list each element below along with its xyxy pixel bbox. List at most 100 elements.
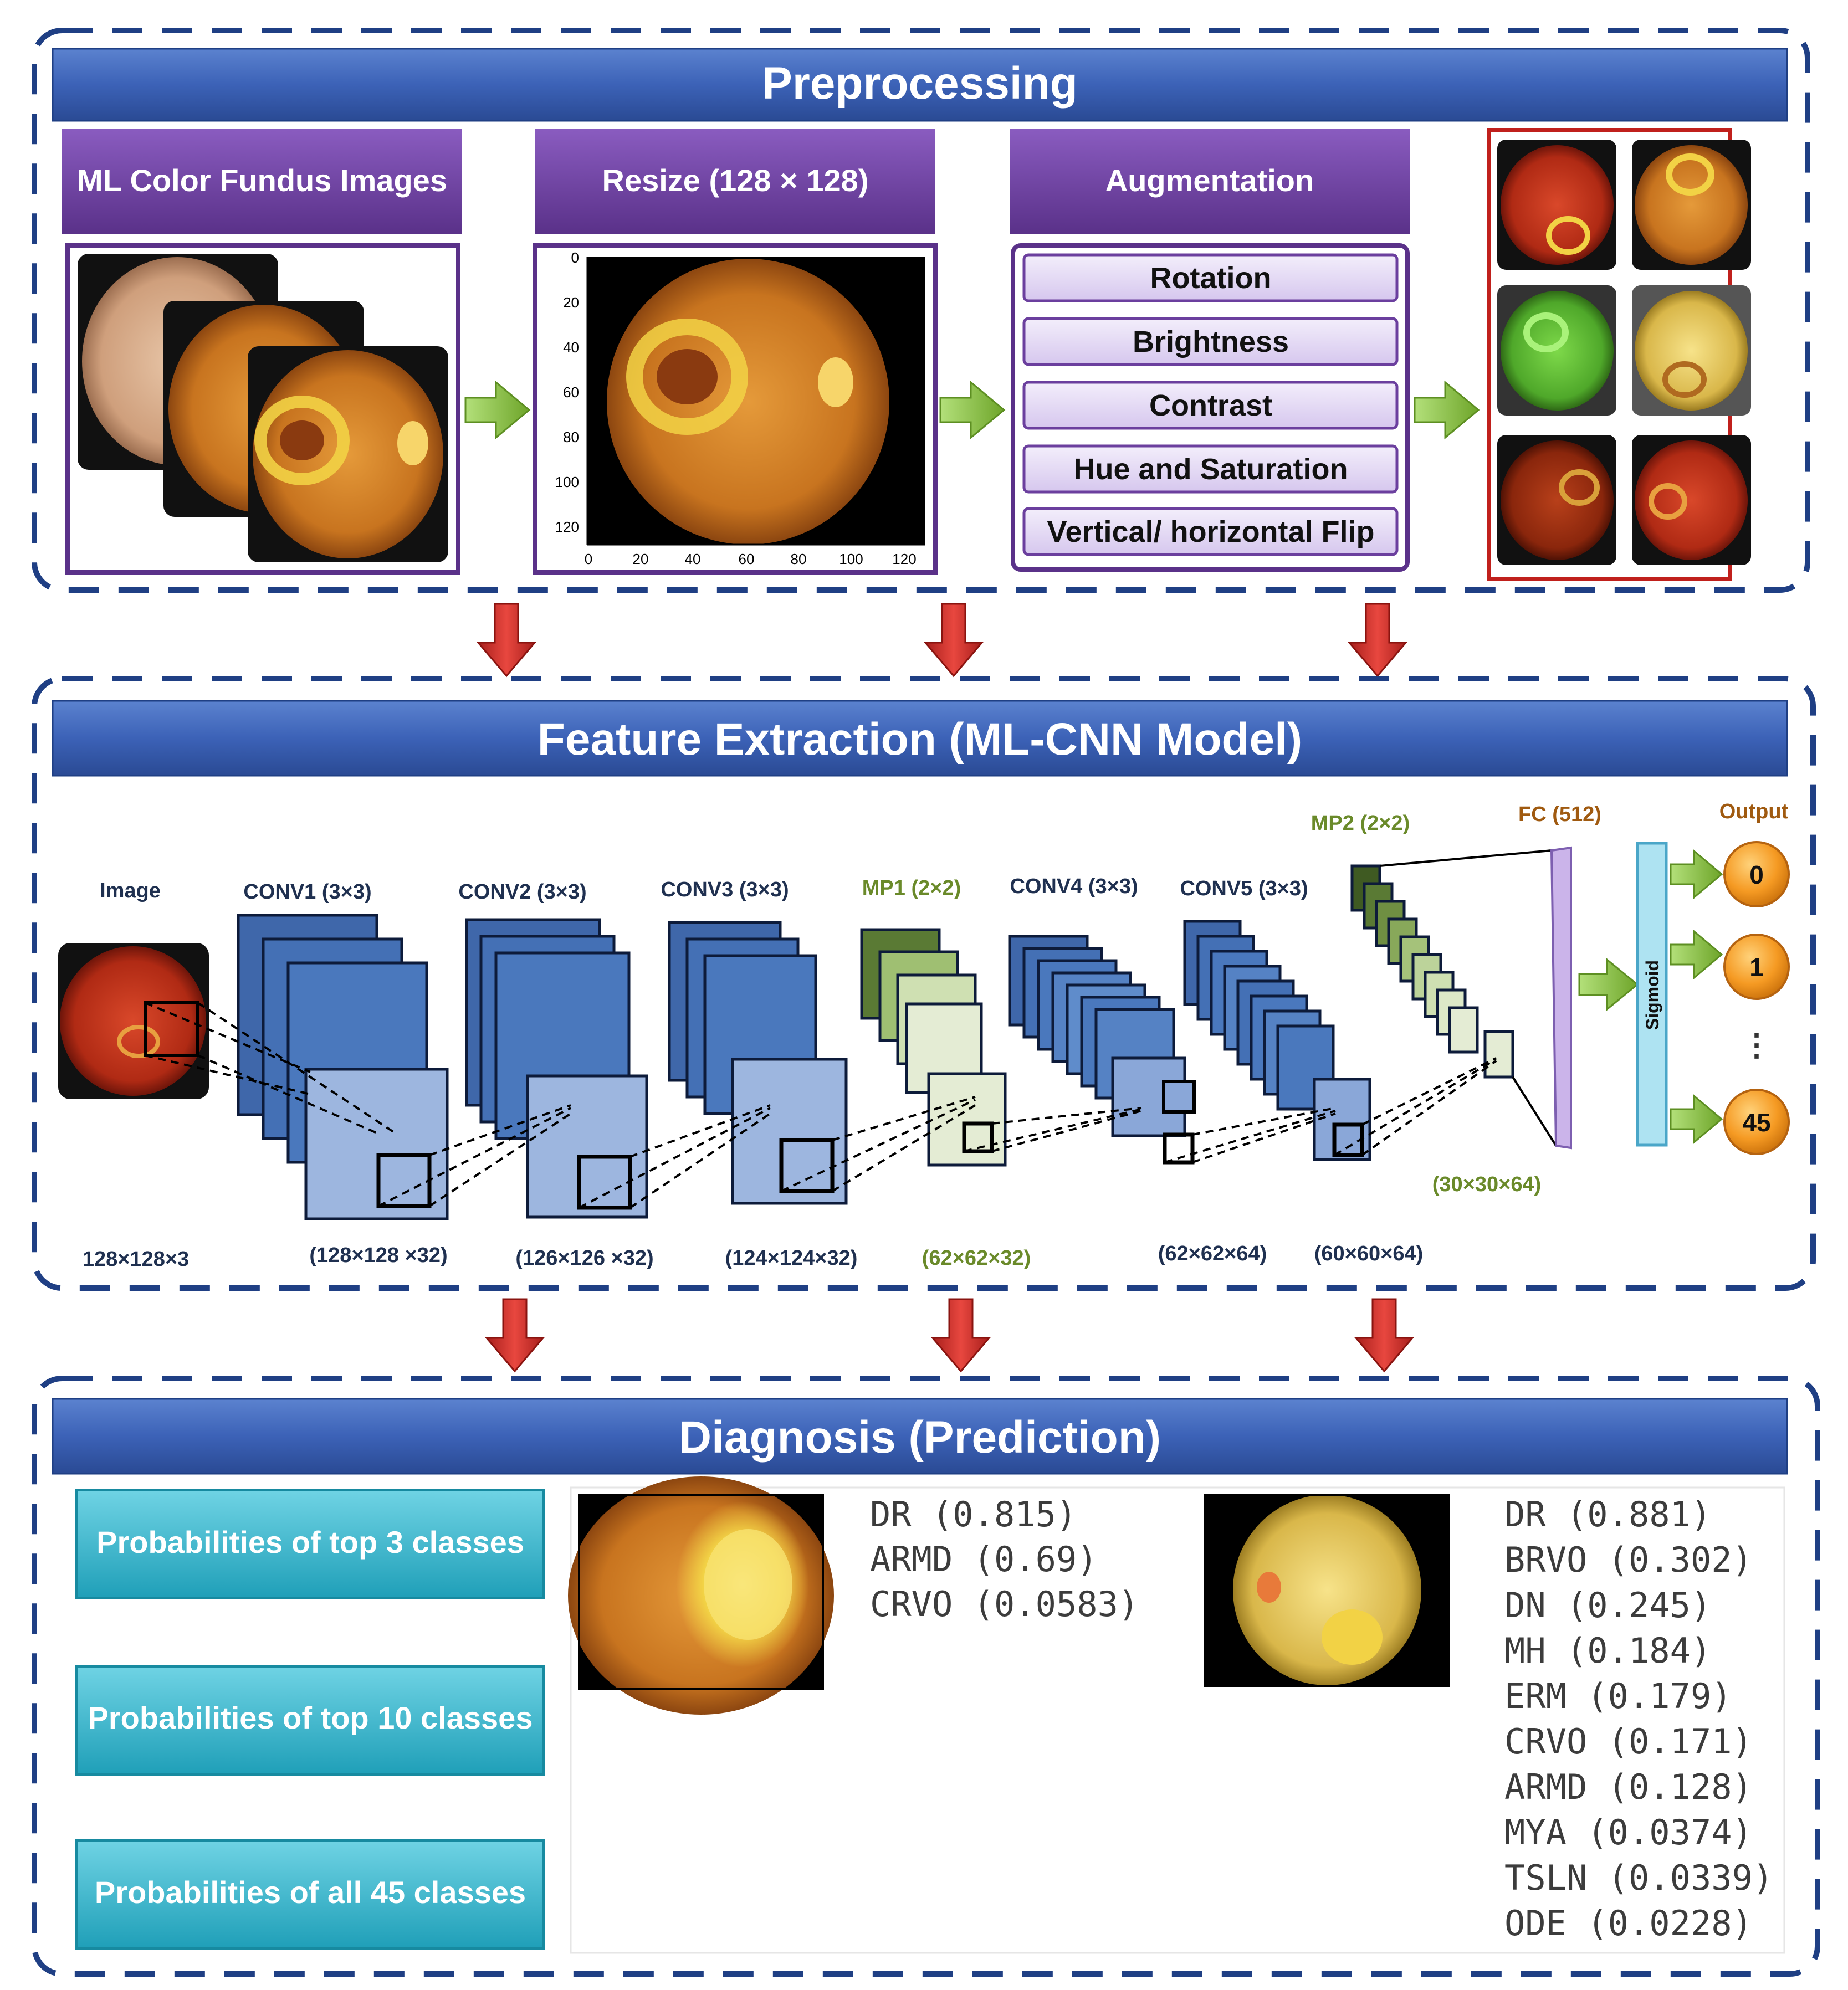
y-tick: 80 [563, 429, 579, 445]
sigmoid-layer [1636, 842, 1668, 1147]
y-tick: 0 [571, 249, 579, 266]
flow-arrows-preprocessing [464, 380, 1480, 440]
top10-result: TSLN (0.0339) [1504, 1858, 1773, 1898]
output-neuron [1723, 1089, 1790, 1155]
top10-result: DR (0.881) [1504, 1494, 1711, 1535]
top10-result: DN (0.245) [1504, 1585, 1711, 1625]
resize-header [535, 129, 935, 234]
x-tick: 40 [685, 551, 701, 567]
top3-button[interactable] [75, 1489, 545, 1599]
aug-item-label: Brightness [1133, 325, 1289, 358]
augmentation-header [1010, 129, 1410, 234]
red-arrow-icon [1354, 1298, 1415, 1373]
resized-fundus-plot [586, 257, 925, 546]
resize-axis-x: 0 20 40 60 80 100 120 [585, 551, 917, 567]
feature-frame [32, 676, 1816, 1291]
aug-item-label: Contrast [1149, 389, 1272, 422]
fundus-stack [78, 254, 448, 562]
feature-banner [52, 700, 1788, 777]
top10-result: CRVO (0.171) [1504, 1721, 1753, 1762]
output-neurons [1723, 841, 1790, 1155]
layer-label-conv2: CONV2 (3×3) [458, 880, 586, 904]
layer-label-image: Image [100, 879, 161, 902]
dim-conv3: (124×124×32) [725, 1247, 858, 1270]
cnn-input-image [58, 943, 209, 1099]
x-tick: 100 [839, 551, 863, 567]
green-arrow-icon [464, 380, 531, 440]
augmented-samples [1497, 140, 1751, 565]
green-arrow-icon [1578, 957, 1639, 1012]
example2-probabilities: DR (0.881) BRVO (0.302) DN (0.245) MH (0… [1504, 1494, 1773, 1943]
y-tick: 100 [555, 474, 579, 490]
top10-button[interactable] [75, 1665, 545, 1776]
x-tick: 60 [739, 551, 755, 567]
aug-item [1022, 317, 1399, 366]
top10-button-label: Probabilities of top 10 classes [88, 1700, 533, 1735]
sigmoid-label: Sigmoid [1642, 960, 1662, 1030]
layer-label-conv5: CONV5 (3×3) [1180, 877, 1308, 900]
all45-button[interactable] [75, 1839, 545, 1950]
top3-result: CRVO (0.0583) [870, 1584, 1139, 1624]
dim-conv1: (128×128 ×32) [309, 1244, 447, 1267]
output-neuron [1723, 841, 1790, 907]
dim-image: 128×128×3 [83, 1248, 189, 1271]
layer-label-mp1: MP1 (2×2) [862, 876, 961, 900]
aug-item [1022, 444, 1399, 494]
top10-result: BRVO (0.302) [1504, 1540, 1753, 1580]
red-arrow-icon [484, 1298, 545, 1373]
conv2-feature-maps [465, 918, 648, 1219]
top3-button-label: Probabilities of top 3 classes [96, 1525, 524, 1560]
output-label: 45 [1742, 1108, 1770, 1137]
red-arrow-icon [930, 1298, 991, 1373]
example2-fundus [1204, 1494, 1450, 1687]
mp1-feature-maps [860, 928, 1007, 1167]
conv3-feature-maps [668, 921, 848, 1205]
input-images-label: ML Color Fundus Images [77, 163, 447, 198]
feature-title: Feature Extraction (ML-CNN Model) [537, 714, 1302, 765]
top3-result: DR (0.815) [870, 1494, 1077, 1535]
y-tick: 60 [563, 384, 579, 401]
output-neuron [1723, 934, 1790, 1000]
layer-label-mp2: MP2 (2×2) [1311, 812, 1410, 835]
top3-result: ARMD (0.69) [870, 1539, 1098, 1579]
conv1-feature-maps [237, 914, 449, 1220]
green-arrow-icon [1414, 380, 1480, 440]
y-tick: 40 [563, 339, 579, 356]
aug-item-label: Hue and Saturation [1073, 453, 1348, 486]
output-label: 0 [1749, 860, 1764, 889]
flow-arrows-down-2 [484, 1298, 1415, 1373]
x-tick: 120 [892, 551, 916, 567]
probability-options: Probabilities of top 3 classes Probabili… [75, 1489, 545, 1950]
layer-label-conv1: CONV1 (3×3) [243, 880, 371, 904]
red-arrow-icon [1347, 603, 1408, 678]
y-tick: 120 [555, 519, 579, 535]
layer-label-fc: FC (512) [1518, 803, 1601, 826]
fc-layer [1379, 846, 1572, 1150]
output-arrows [1670, 849, 1723, 1145]
layer-label-conv4: CONV4 (3×3) [1010, 875, 1138, 898]
aug-item [1022, 507, 1399, 556]
top10-result: ERM (0.179) [1504, 1676, 1732, 1716]
output-ellipsis: ⋮ [1741, 1027, 1772, 1062]
top10-result: MYA (0.0374) [1504, 1812, 1753, 1853]
dim-conv4: (62×62×64) [1158, 1242, 1267, 1265]
preprocessing-title: Preprocessing [762, 58, 1078, 109]
receptive-field-lines [145, 1002, 1497, 1209]
diagnosis-title: Diagnosis (Prediction) [679, 1412, 1161, 1463]
green-arrow-icon [1670, 1094, 1723, 1145]
green-arrow-icon [939, 380, 1006, 440]
dim-mp2: (30×30×64) [1432, 1173, 1542, 1196]
augmentation-label: Augmentation [1105, 163, 1314, 198]
green-arrow-icon [1670, 849, 1723, 900]
resize-label: Resize (128 × 128) [602, 163, 869, 198]
x-tick: 20 [633, 551, 649, 567]
top10-result: MH (0.184) [1504, 1630, 1711, 1671]
all45-button-label: Probabilities of all 45 classes [95, 1875, 526, 1910]
preprocessing-banner [52, 48, 1788, 122]
output-label: 1 [1749, 953, 1764, 982]
dim-mp1: (62×62×32) [922, 1247, 1031, 1270]
aug-item [1022, 381, 1399, 430]
flow-arrows-down-1 [476, 603, 1408, 678]
aug-item [1022, 253, 1399, 302]
